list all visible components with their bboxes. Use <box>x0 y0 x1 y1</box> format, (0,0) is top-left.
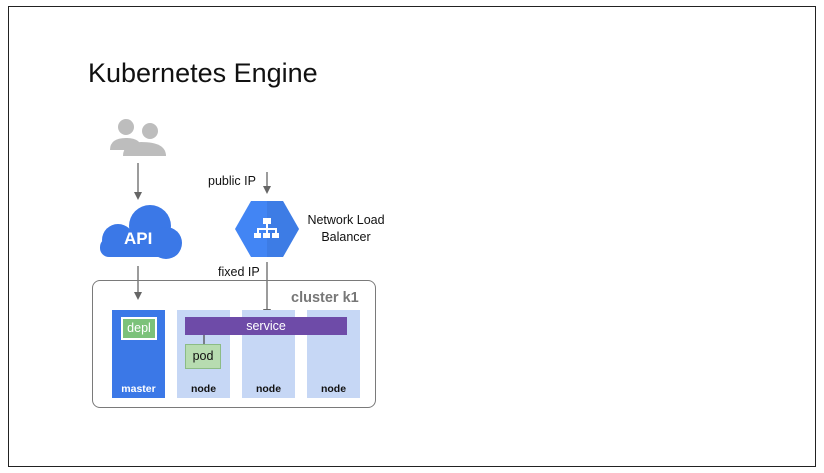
node-label: node <box>255 383 282 395</box>
deployment-box: depl <box>121 317 157 340</box>
page-title: Kubernetes Engine <box>88 58 318 88</box>
pod-box: pod <box>185 344 221 369</box>
node-label: node <box>190 383 217 395</box>
fixed-ip-label: fixed IP <box>218 265 260 279</box>
service-bar: service <box>185 317 347 335</box>
cluster-label: cluster k1 <box>291 290 359 306</box>
cloud-icon <box>100 205 182 259</box>
users-icon <box>110 119 166 156</box>
cluster-box <box>92 280 376 408</box>
node-label: node <box>320 383 347 395</box>
api-label: API <box>124 229 153 248</box>
network-load-balancer-label: Network Load Balancer <box>307 213 385 244</box>
load-balancer-icon <box>235 201 299 257</box>
public-ip-label: public IP <box>208 174 256 188</box>
master-label: master <box>121 383 156 395</box>
